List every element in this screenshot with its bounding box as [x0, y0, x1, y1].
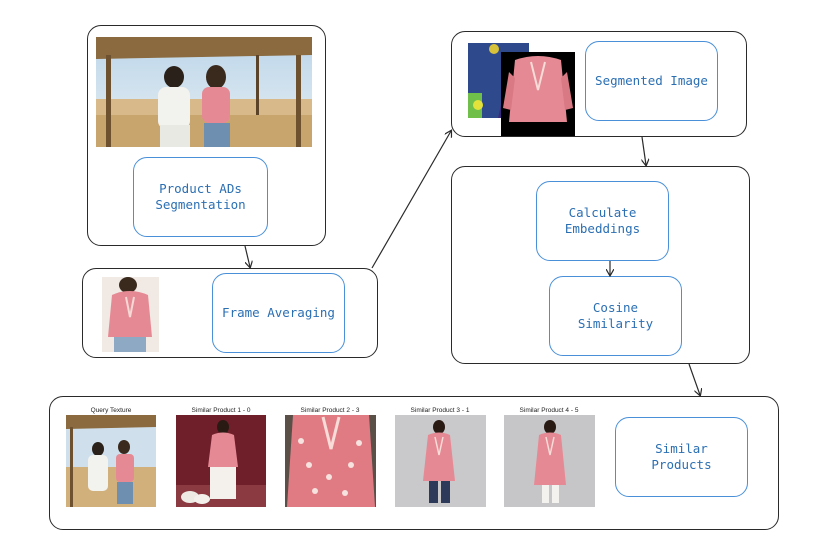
- ad-scene-image: [96, 37, 312, 147]
- caption-query-texture: Query Texture: [90, 407, 132, 414]
- segmentation-box: Product ADs Segmentation: [133, 157, 268, 237]
- similar-product-2-image: [285, 415, 376, 507]
- segmented-garment-image: [501, 52, 575, 136]
- caption-similar-product-4: Similar Product 4 - 5: [519, 407, 579, 414]
- segmented-image-box: Segmented Image: [585, 41, 718, 121]
- cosine-similarity-box: Cosine Similarity: [549, 276, 682, 356]
- caption-similar-product-2: Similar Product 2 - 3: [300, 407, 360, 414]
- similar-products-box: Similar Products: [615, 417, 748, 497]
- arrow-frame-to-segmented: [371, 131, 451, 269]
- frame-averaging-box: Frame Averaging: [212, 273, 345, 353]
- similar-product-3-image: [395, 415, 486, 507]
- arrow-segmentation-to-frame: [244, 245, 250, 267]
- arrow-segmented-to-embedding: [642, 136, 646, 165]
- query-texture-image: [66, 415, 156, 507]
- calculate-embeddings-box: Calculate Embeddings: [536, 181, 669, 261]
- similar-product-4-image: [504, 415, 595, 507]
- arrow-embedding-to-results: [688, 363, 700, 395]
- similar-product-1-image: [176, 415, 266, 507]
- caption-similar-product-3: Similar Product 3 - 1: [410, 407, 470, 414]
- caption-similar-product-1: Similar Product 1 - 0: [191, 407, 251, 414]
- averaged-frame-image: [102, 277, 159, 352]
